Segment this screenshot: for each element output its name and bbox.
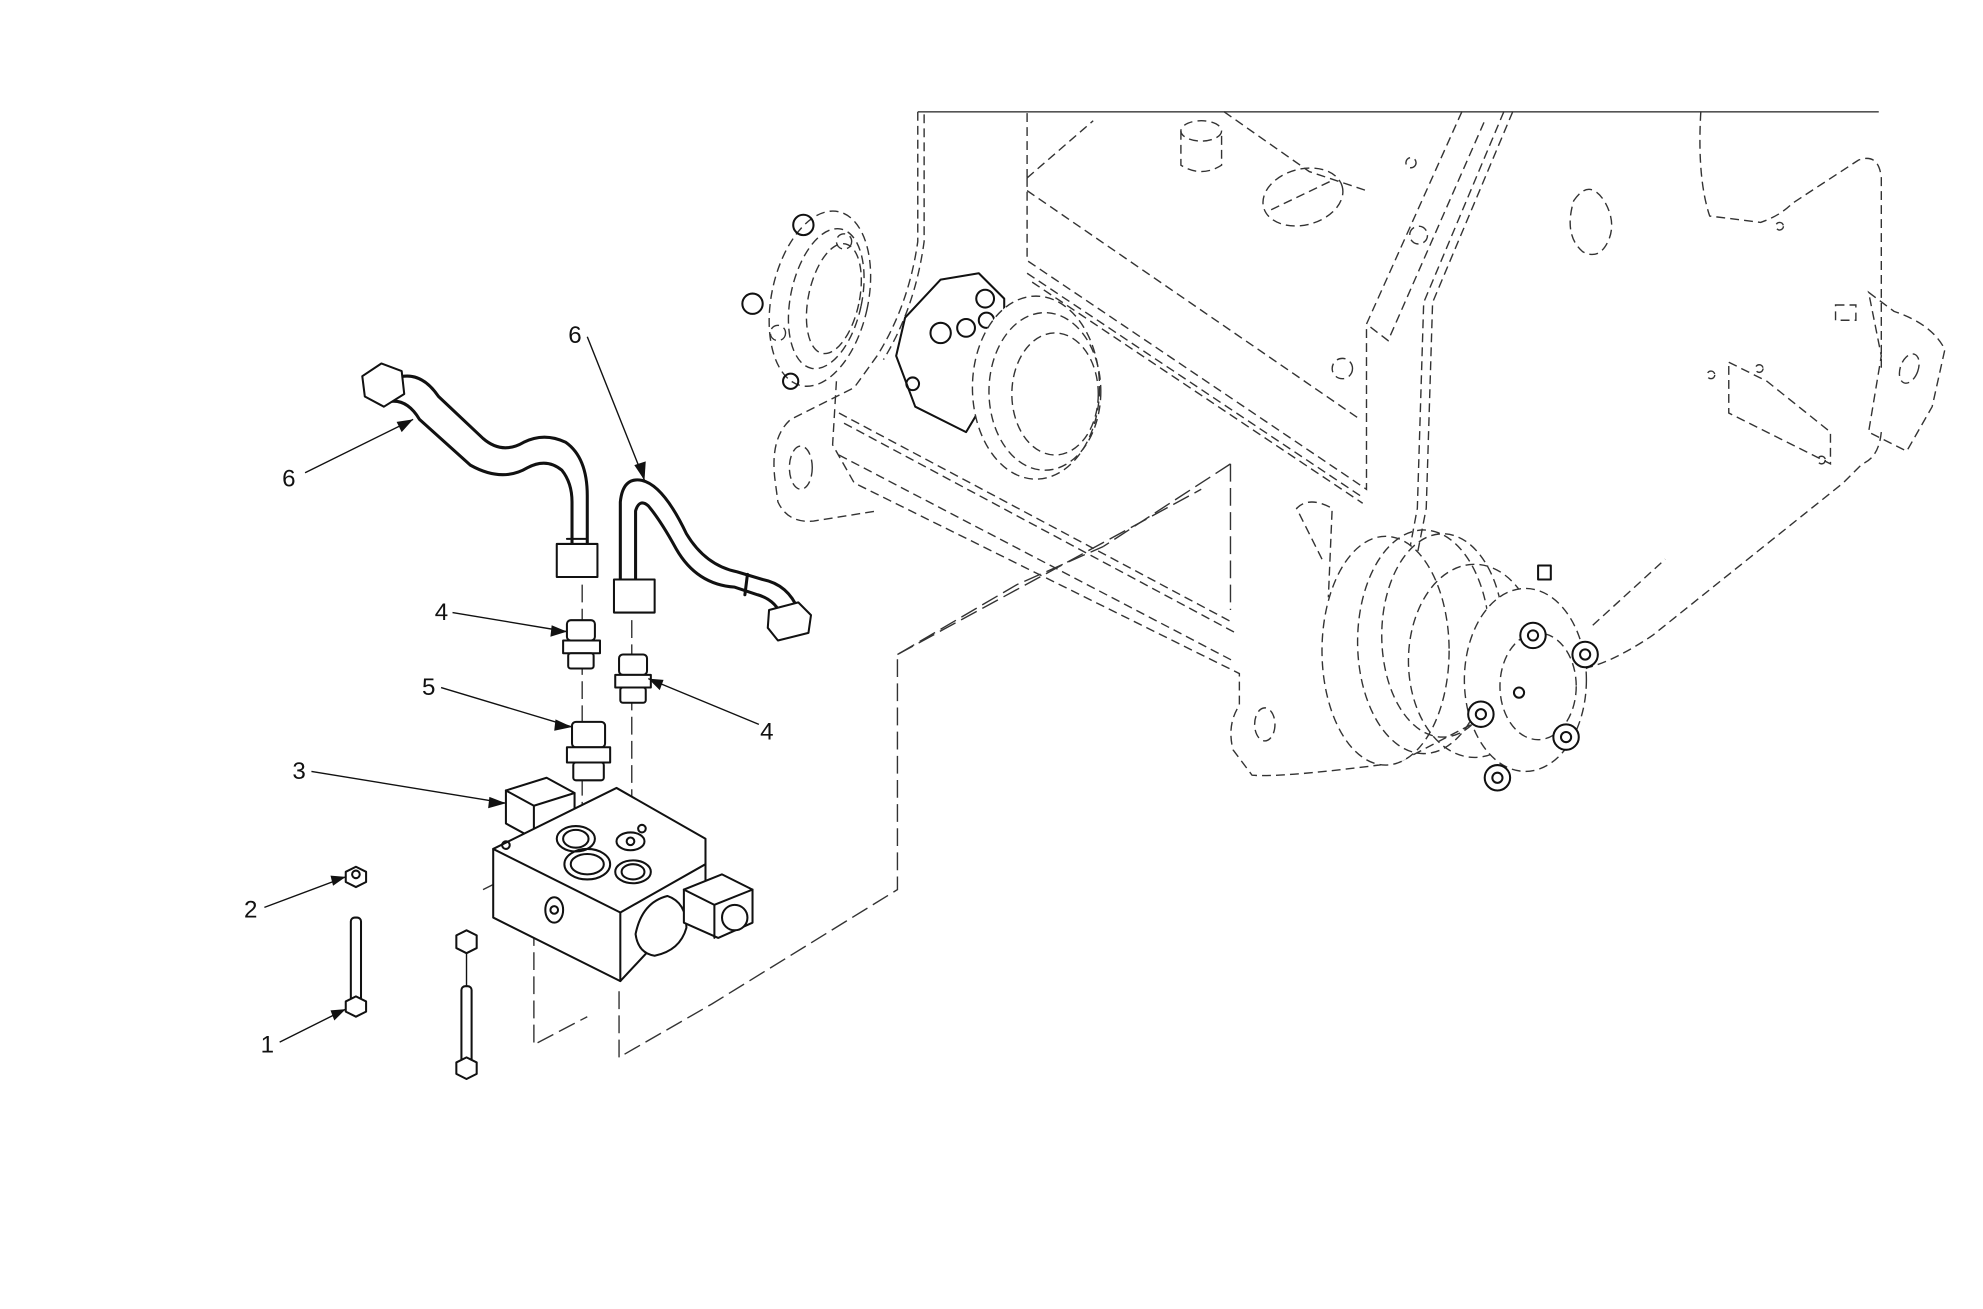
lower-beam-line-a	[838, 412, 1234, 624]
hose-left	[361, 362, 599, 578]
body-line-b	[1026, 272, 1361, 497]
right-side-plate	[1699, 111, 1883, 369]
callout-6-left: 6	[282, 418, 414, 493]
callout-label: 3	[292, 758, 305, 785]
hole-c	[1331, 357, 1354, 380]
hole-b	[1409, 225, 1429, 245]
right-bracket	[1728, 361, 1832, 465]
callout-label: 1	[261, 1031, 274, 1058]
callout-label: 2	[244, 897, 257, 924]
hose-right-top-nut	[612, 578, 656, 614]
bracket-slot	[1898, 353, 1920, 384]
centerline-to-frame	[618, 545, 1104, 1059]
callout-label: 6	[568, 322, 581, 349]
centerline-d	[1102, 463, 1231, 548]
hose-right	[612, 478, 813, 642]
valve-block	[492, 776, 754, 983]
callout-3: 3	[292, 758, 507, 809]
callout-label: 6	[282, 466, 295, 493]
bracket-tab	[1834, 304, 1857, 321]
lower-beam	[831, 381, 1545, 777]
diamond-cutout	[1569, 188, 1613, 256]
body-line-c	[1031, 281, 1364, 504]
callout-4-right: 4	[648, 678, 774, 746]
right-channel	[1365, 111, 1486, 342]
bolt-1	[344, 916, 368, 1018]
left-wheel-motor	[741, 210, 872, 390]
lower-beam-line-c	[838, 454, 1234, 662]
hole-f	[1706, 370, 1716, 380]
hose-right-end-nut	[766, 601, 813, 642]
hole-e	[1754, 364, 1764, 374]
access-hole-line	[1270, 179, 1333, 211]
body-top-slope	[1223, 111, 1367, 192]
body-top-left	[1026, 111, 1094, 179]
top-boss-body	[1180, 130, 1223, 173]
callout-2: 2	[244, 875, 346, 924]
motor-tag	[1537, 564, 1552, 581]
plate-hole	[788, 445, 813, 490]
hose-left-top-nut	[361, 362, 406, 408]
left-side-plate-inner	[882, 114, 925, 361]
fitting-5	[565, 720, 612, 782]
callout-6-right: 6	[568, 322, 646, 481]
hose-left-bottom-nut	[555, 542, 599, 578]
callout-label: 4	[435, 599, 448, 626]
lower-plate-hole	[1253, 707, 1276, 742]
centerline-to-frame-b	[897, 488, 1202, 656]
hole-a	[1405, 156, 1417, 169]
motor-leader-line	[1592, 558, 1666, 626]
hole-d	[1775, 221, 1785, 231]
fitting-4-right	[614, 653, 652, 704]
body-line-a	[1026, 190, 1361, 420]
nut-assembled	[455, 929, 478, 955]
callout-label: 5	[422, 674, 435, 701]
right-side-plate-bottom	[1544, 432, 1883, 687]
callout-5: 5	[422, 674, 573, 731]
callouts: 6 6 4 4 5 3	[244, 322, 774, 1058]
lower-beam-line-b	[843, 422, 1236, 634]
hole-g	[1817, 455, 1827, 465]
left-side-plate	[773, 111, 919, 523]
right-wheel-motor	[1295, 501, 1666, 792]
top-boss	[1180, 120, 1223, 142]
fitting-4-left	[562, 619, 602, 670]
callout-4-left: 4	[435, 599, 568, 637]
right-bracket-side	[1867, 290, 1946, 453]
body-face-upper	[1026, 177, 1368, 491]
callout-label: 4	[760, 719, 773, 746]
valve-plug	[634, 894, 688, 957]
callout-1: 1	[261, 1008, 347, 1058]
nut-2	[344, 865, 368, 889]
bolt-assembled	[455, 953, 478, 1080]
hydraulic-pump	[895, 272, 1102, 480]
access-hole	[1262, 167, 1344, 227]
wheel-nuts	[1467, 621, 1599, 792]
